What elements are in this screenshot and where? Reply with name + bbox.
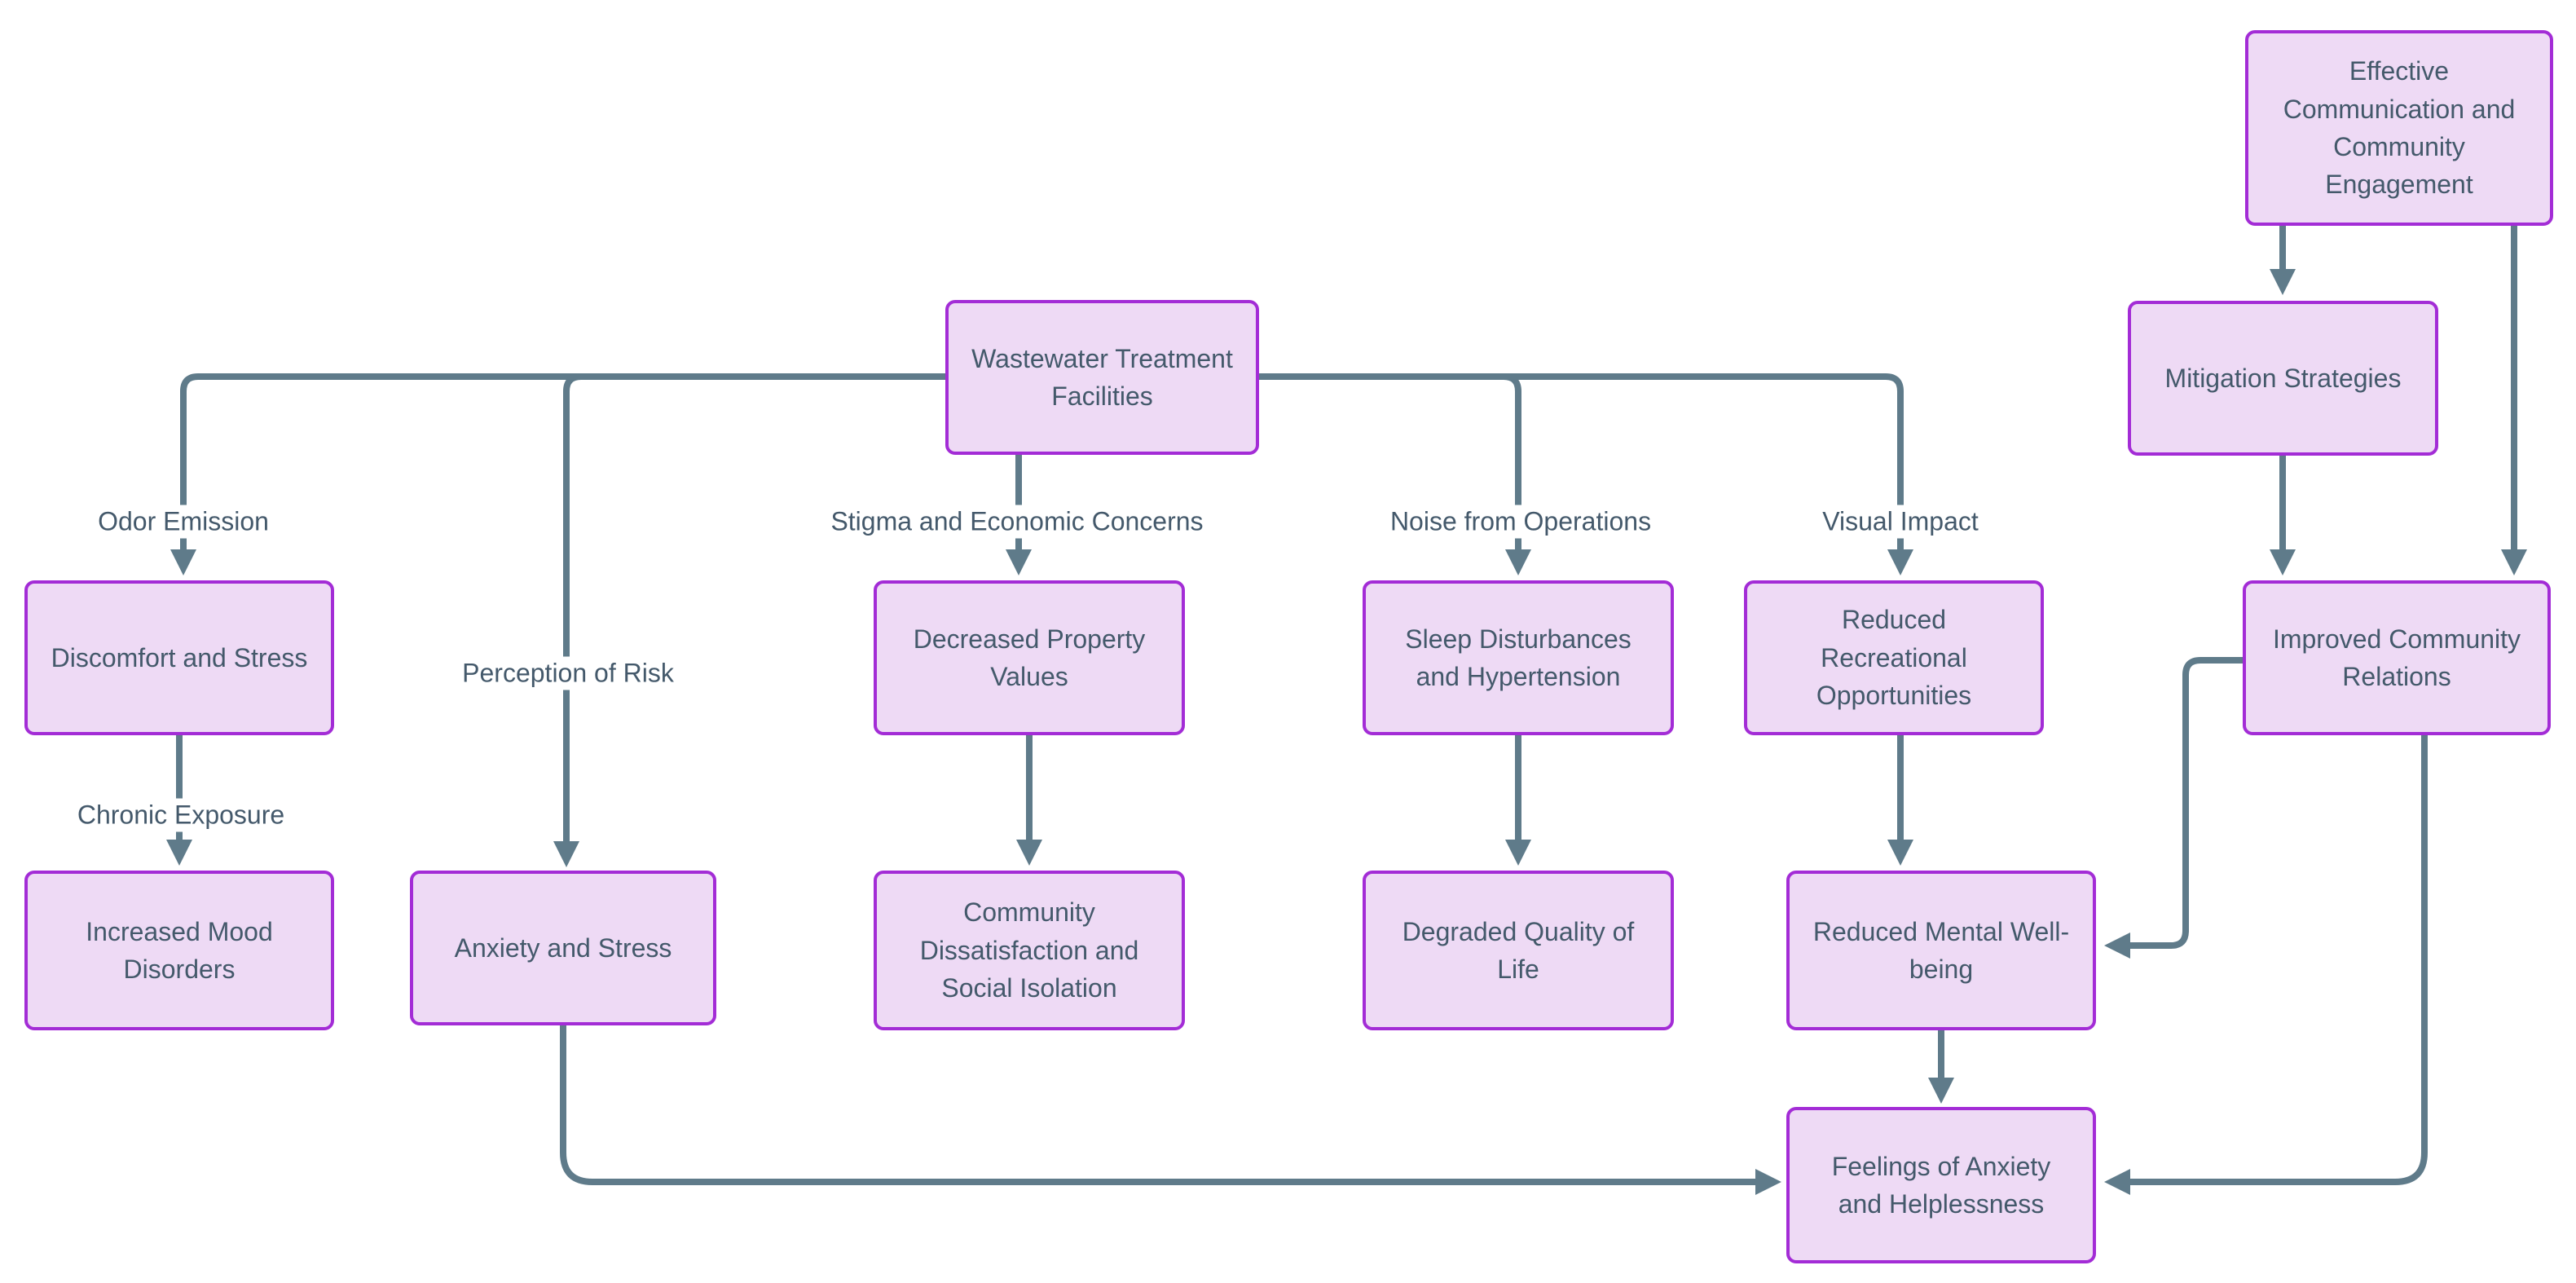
node-label: Anxiety and Stress — [454, 932, 672, 963]
node-label: Reduced Recreational Opportunities — [1816, 605, 1972, 711]
node-label: Discomfort and Stress — [51, 642, 308, 672]
node-label: Improved Community Relations — [2272, 624, 2521, 691]
node-effective-communication-community-engagement: Effective Communication and Community En… — [2245, 30, 2553, 226]
node-increased-mood-disorders: Increased Mood Disorders — [24, 871, 334, 1030]
edge-label-odor-emission: Odor Emission — [88, 505, 279, 539]
edge-wastewater-to-anxiety — [553, 373, 582, 867]
node-sleep-disturbances-hypertension: Sleep Disturbances and Hypertension — [1363, 580, 1674, 735]
edge-improved-to-feelings — [2104, 735, 2428, 1195]
node-anxiety-and-stress: Anxiety and Stress — [410, 871, 716, 1025]
node-label: Sleep Disturbances and Hypertension — [1405, 624, 1631, 691]
node-label: Mitigation Strategies — [2164, 363, 2402, 393]
node-improved-community-relations: Improved Community Relations — [2243, 580, 2551, 735]
node-decreased-property-values: Decreased Property Values — [874, 580, 1185, 735]
node-wastewater-treatment-facilities: Wastewater Treatment Facilities — [945, 300, 1259, 455]
node-mitigation-strategies: Mitigation Strategies — [2128, 301, 2438, 456]
node-label: Degraded Quality of Life — [1402, 916, 1635, 984]
node-reduced-mental-well-being: Reduced Mental Well-being — [1786, 871, 2096, 1030]
node-community-dissatisfaction-social-isolation: Community Dissatisfaction and Social Iso… — [874, 871, 1185, 1030]
edge-improved-to-mental — [2104, 657, 2243, 959]
edge-anxiety-to-feelings — [560, 1025, 1781, 1195]
edge-wastewater-to-recreation — [1259, 373, 1913, 575]
node-reduced-recreational-opportunities: Reduced Recreational Opportunities — [1744, 580, 2044, 735]
node-degraded-quality-of-life: Degraded Quality of Life — [1363, 871, 1674, 1030]
node-label: Reduced Mental Well-being — [1812, 916, 2070, 984]
edge-label-noise-from-operations: Noise from Operations — [1380, 505, 1662, 539]
node-label: Decreased Property Values — [913, 624, 1146, 691]
edge-label-chronic-exposure: Chronic Exposure — [67, 798, 295, 832]
node-label: Community Dissatisfaction and Social Iso… — [919, 897, 1139, 1003]
edge-label-perception-of-risk: Perception of Risk — [452, 656, 684, 690]
node-discomfort-and-stress: Discomfort and Stress — [24, 580, 334, 735]
node-label: Effective Communication and Community En… — [2283, 56, 2516, 200]
edge-wastewater-to-discomfort — [170, 373, 945, 575]
node-label: Wastewater Treatment Facilities — [971, 343, 1233, 411]
node-label: Feelings of Anxiety and Helplessness — [1831, 1151, 2051, 1219]
edge-label-visual-impact: Visual Impact — [1812, 505, 1988, 539]
edge-label-stigma-economic-concerns: Stigma and Economic Concerns — [821, 505, 1213, 539]
node-feelings-of-anxiety-and-helplessness: Feelings of Anxiety and Helplessness — [1786, 1107, 2096, 1263]
node-label: Increased Mood Disorders — [86, 916, 273, 984]
